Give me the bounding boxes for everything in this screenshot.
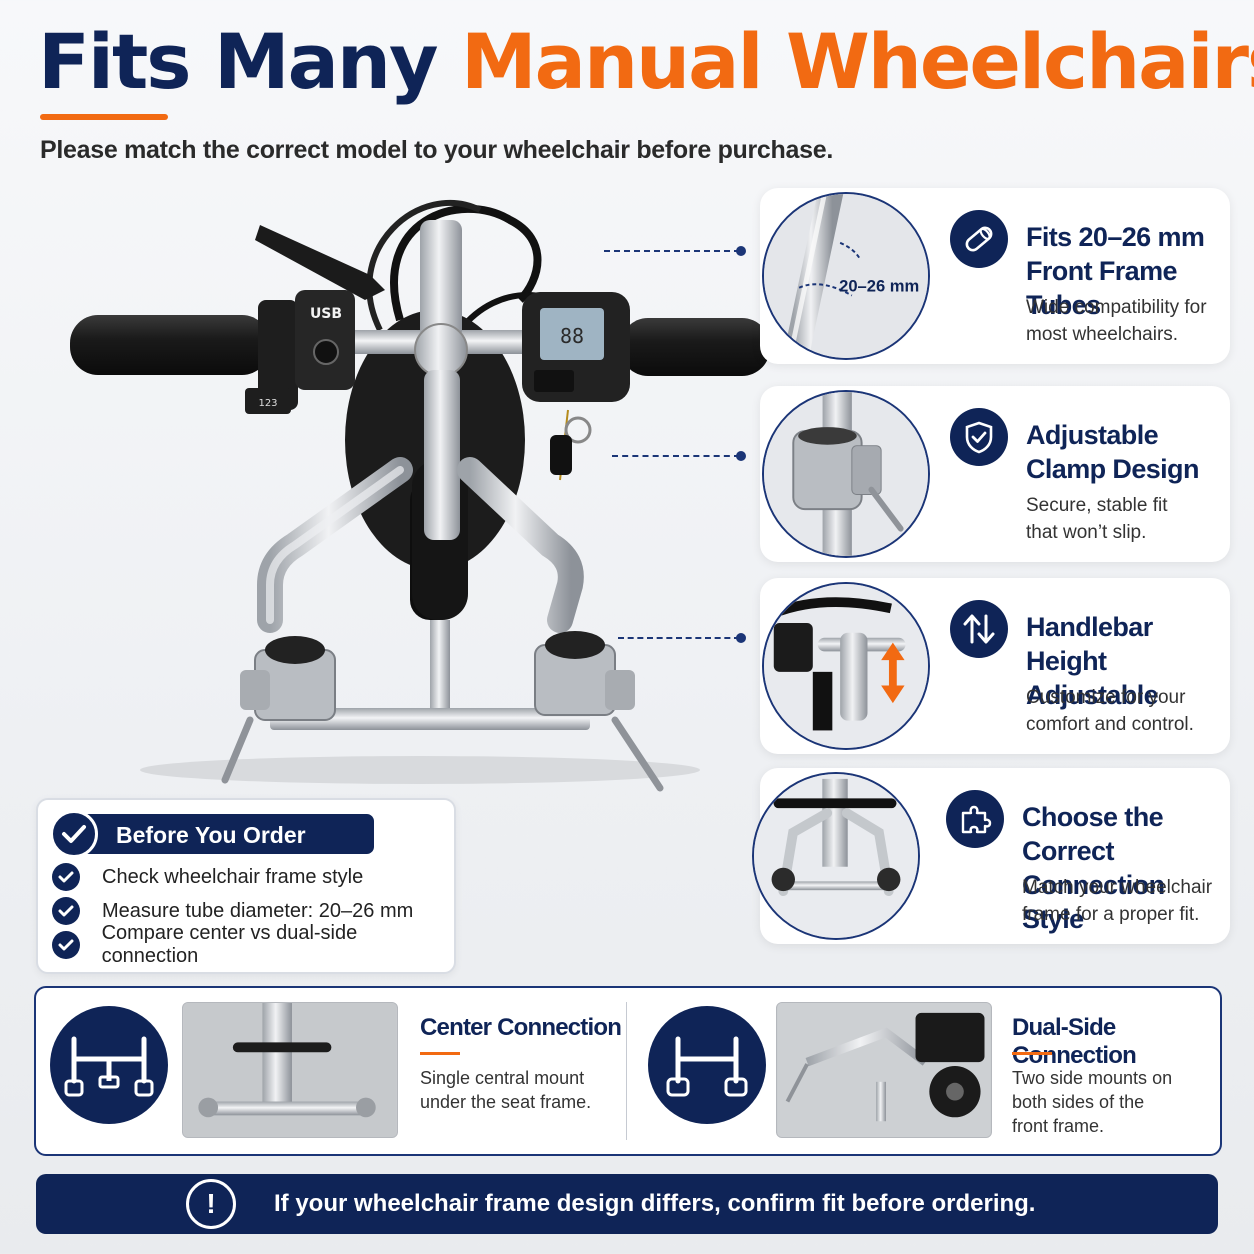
center-connection-desc: Single central mount under the seat fram… [420, 1066, 600, 1114]
feature-desc-line2: most wheelchairs. [1026, 324, 1179, 345]
center-connection-photo [182, 1002, 398, 1138]
before-you-order-box: Before You Order Check wheelchair frame … [36, 798, 456, 974]
feature-card-clamp: Adjustable Clamp Design Secure, stable f… [760, 386, 1230, 562]
connector-line-1 [604, 250, 740, 252]
check-icon [52, 931, 80, 959]
tube-diameter-image: 20–26 mm [762, 192, 930, 360]
feature-title: Adjustable Clamp Design [1026, 418, 1226, 486]
tube-icon [950, 210, 1008, 268]
feature-desc-line2: that won’t slip. [1026, 522, 1147, 543]
desc-line2: under the seat frame. [420, 1092, 592, 1112]
checklist-item: Compare center vs dual-side connection [52, 922, 454, 967]
check-icon [52, 897, 80, 925]
connector-dot-1 [736, 246, 746, 256]
checklist-item-text: Measure tube diameter: 20–26 mm [102, 899, 414, 922]
page-title: Fits Many Manual Wheelchairs [38, 14, 1254, 110]
feature-desc: Wide compatibility for most wheelchairs. [1026, 294, 1226, 348]
page-subtitle: Please match the correct model to your w… [40, 136, 833, 164]
dual-side-connection-photo [776, 1002, 992, 1138]
dual-side-connection-title: Dual-Side Connection [1012, 1014, 1137, 1069]
puzzle-icon [946, 790, 1004, 848]
feature-title-line1: Choose the Correct [1022, 802, 1164, 866]
feature-title-line1: Fits 20–26 mm [1026, 222, 1205, 252]
feature-title-line2: Clamp Design [1026, 454, 1199, 484]
handlebar-height-image [762, 582, 930, 750]
checklist-item: Check wheelchair frame style [52, 862, 363, 892]
before-you-order-title: Before You Order [116, 822, 306, 848]
tube-diameter-label: 20–26 mm [839, 277, 919, 296]
desc-line3: front frame. [1012, 1116, 1105, 1136]
title-accent [1012, 1052, 1052, 1055]
center-mount-icon [50, 1006, 168, 1124]
feature-desc-line1: Wide compatibility for [1026, 297, 1207, 318]
divider [626, 1002, 627, 1140]
connection-style-image [752, 772, 920, 940]
checklist-item-text: Check wheelchair frame style [102, 865, 364, 888]
desc-line1: Two side mounts on [1012, 1068, 1173, 1088]
banner-text: If your wheelchair frame design differs,… [274, 1190, 1036, 1217]
product-image: 123 USB 88 [40, 180, 780, 800]
usb-port-label: USB [310, 306, 342, 322]
title-underline [40, 114, 168, 120]
title-part-1: Fits Many [38, 17, 439, 106]
feature-title: Fits 20–26 mm Front Frame Tubes [1026, 220, 1226, 322]
feature-desc-line2: comfort and control. [1026, 714, 1194, 735]
feature-card-tube-size: 20–26 mm Fits 20–26 mm Front Frame Tubes… [760, 188, 1230, 364]
feature-title-line1: Adjustable [1026, 420, 1159, 450]
title-part-2: Manual Wheelchairs [461, 17, 1254, 106]
feature-desc-line1: Match your wheelchair [1022, 877, 1213, 898]
title-accent [420, 1052, 460, 1055]
center-connection-title: Center Connection [420, 1014, 622, 1041]
check-icon [52, 863, 80, 891]
exclamation-icon: ! [186, 1179, 236, 1229]
desc-line2: both sides of the [1012, 1092, 1145, 1112]
connector-line-2 [612, 455, 740, 457]
connector-dot-2 [736, 451, 746, 461]
before-you-order-header: Before You Order [50, 810, 374, 858]
feature-desc: Match your wheelchair frame for a proper… [1022, 874, 1222, 928]
checklist-item-text: Compare center vs dual-side connection [101, 922, 358, 967]
switch-label: 123 [258, 398, 277, 409]
connector-line-3 [618, 637, 740, 639]
feature-title-line2: Connection Style [1022, 870, 1165, 934]
feature-title-line2: Adjustable [1026, 680, 1159, 710]
display-reading: 88 [560, 324, 584, 348]
desc-line1: Single central mount [420, 1068, 585, 1088]
up-down-arrows-icon [950, 600, 1008, 658]
feature-title-line1: Handlebar Height [1026, 612, 1153, 676]
fit-warning-banner: ! If your wheelchair frame design differ… [36, 1174, 1218, 1234]
dual-mount-icon [648, 1006, 766, 1124]
feature-desc-line1: Secure, stable fit [1026, 495, 1168, 516]
connection-types-panel: Center Connection Single central mount u… [34, 986, 1222, 1156]
feature-card-handlebar: Handlebar Height Adjustable Customize fo… [760, 578, 1230, 754]
feature-desc-line2: frame for a proper fit. [1022, 904, 1200, 925]
checklist-item: Measure tube diameter: 20–26 mm [52, 896, 413, 926]
feature-title: Choose the Correct Connection Style [1022, 800, 1222, 936]
feature-title: Handlebar Height Adjustable [1026, 610, 1226, 712]
connector-dot-3 [736, 633, 746, 643]
clamp-image [762, 390, 930, 558]
dual-side-connection-desc: Two side mounts on both sides of the fro… [1012, 1066, 1192, 1138]
checkmark-icon [50, 810, 98, 858]
feature-desc: Secure, stable fit that won’t slip. [1026, 492, 1226, 546]
feature-desc-line1: Customize for your [1026, 687, 1186, 708]
feature-card-connection: Choose the Correct Connection Style Matc… [752, 768, 1230, 944]
shield-check-icon [950, 408, 1008, 466]
feature-title-line2: Front Frame Tubes [1026, 256, 1178, 320]
feature-desc: Customize for your comfort and control. [1026, 684, 1226, 738]
